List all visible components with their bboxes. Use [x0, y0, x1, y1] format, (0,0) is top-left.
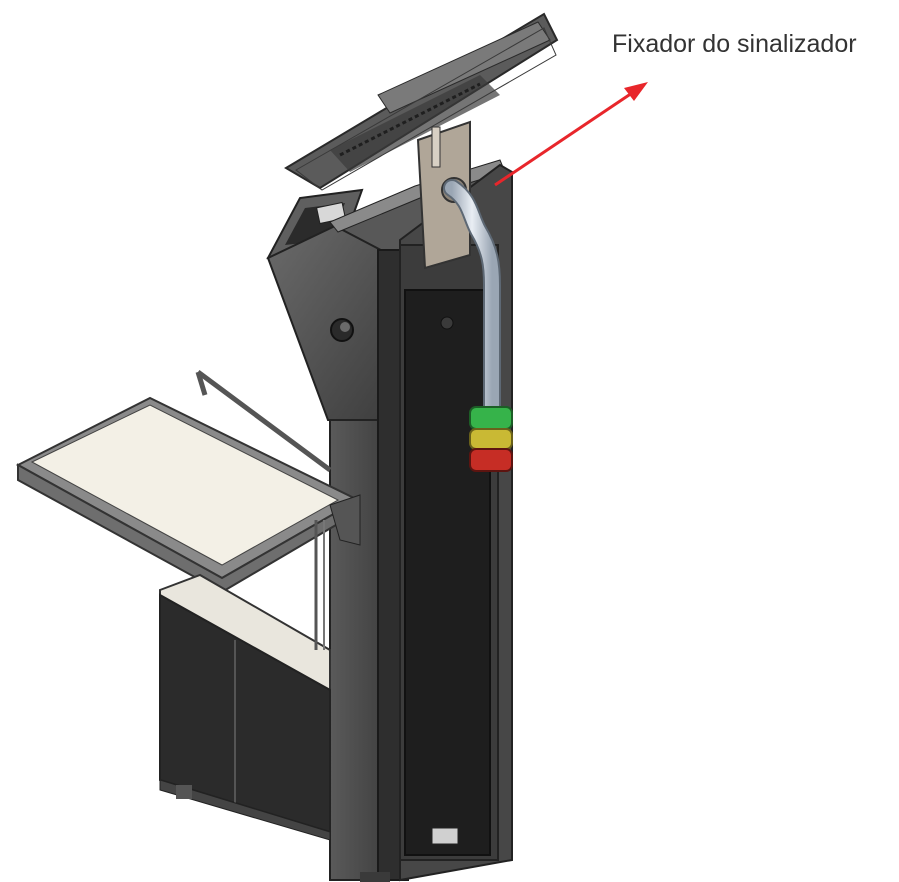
tray: [15, 369, 361, 594]
annotation-arrow: [494, 82, 648, 187]
callout-label: Fixador do sinalizador: [612, 30, 857, 58]
monitor: [284, 12, 559, 191]
lower-cabinet: [159, 520, 331, 841]
signal-tower: [469, 406, 513, 472]
signal-pipe: [443, 179, 501, 419]
